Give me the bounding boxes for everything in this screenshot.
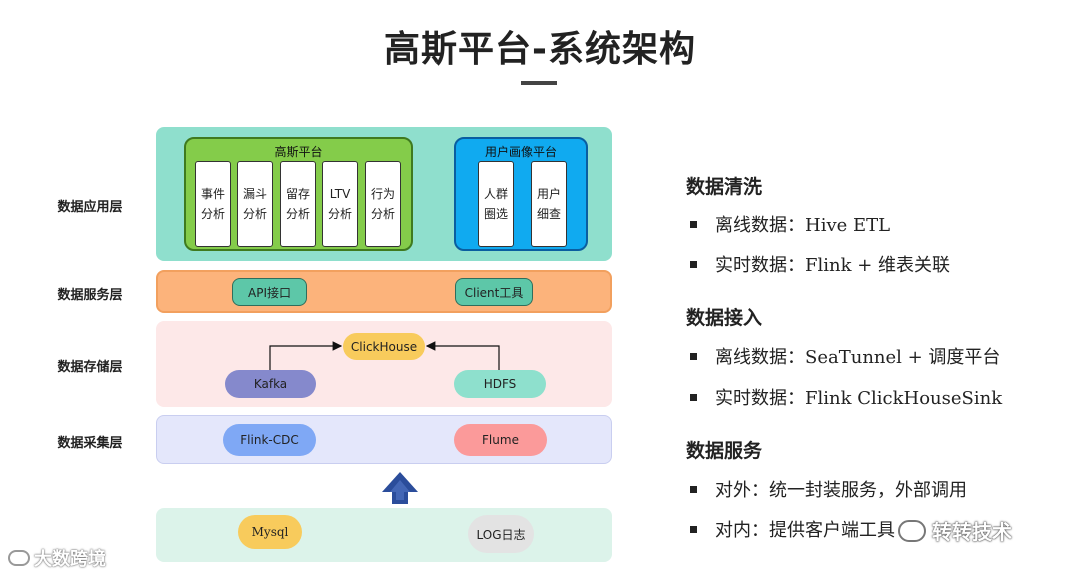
- layer-label-service: 数据服务层: [57, 288, 123, 303]
- section-title-service: 数据服务: [686, 440, 763, 462]
- section-title-ingestion: 数据接入: [686, 307, 763, 329]
- bullet-item: 实时数据：Flink + 维表关联: [690, 251, 950, 277]
- card-event-analysis: 事件分析: [195, 161, 231, 247]
- card-retention-analysis: 留存分析: [280, 161, 316, 247]
- flume-node: Flume: [454, 424, 547, 456]
- watermark-left: 大数跨境: [8, 545, 106, 571]
- bullet-square-icon: [690, 525, 697, 533]
- page-title: 高斯平台-系统架构: [384, 29, 696, 70]
- card-label: 留存分析: [285, 187, 310, 221]
- bullet-square-icon: [690, 393, 697, 401]
- bullet-item: 离线数据：SeaTunnel + 调度平台: [690, 343, 1000, 369]
- bullet-text: 离线数据：Hive ETL: [715, 215, 891, 236]
- card-label: 漏斗分析: [242, 187, 267, 221]
- bullet-square-icon: [690, 485, 697, 493]
- bullet-text: 离线数据：SeaTunnel + 调度平台: [715, 347, 1001, 368]
- card-funnel-analysis: 漏斗分析: [237, 161, 273, 247]
- watermark-left-text: 大数跨境: [34, 549, 106, 570]
- card-label: 事件分析: [200, 187, 225, 221]
- client-tool-node: Client工具: [455, 278, 533, 306]
- bullet-text: 实时数据：Flink ClickHouseSink: [715, 388, 1003, 409]
- card-behavior-analysis: 行为分析: [365, 161, 401, 247]
- title-underline: [521, 81, 557, 85]
- kafka-node: Kafka: [225, 370, 316, 398]
- bullet-item: 对内：提供客户端工具: [690, 516, 895, 542]
- card-label: LTV分析: [327, 187, 352, 221]
- watermark-right-text: 转转技术: [932, 520, 1012, 544]
- source-layer: [156, 508, 612, 562]
- bullet-item: 对外：统一封装服务，外部调用: [690, 476, 967, 502]
- mysql-node: Mysql: [238, 515, 302, 549]
- clickhouse-node: ClickHouse: [343, 333, 425, 360]
- gaosi-platform-title: 高斯平台: [274, 145, 323, 159]
- bullet-square-icon: [690, 220, 697, 228]
- layer-label-app: 数据应用层: [57, 200, 123, 215]
- bullet-text: 对内：提供客户端工具: [715, 520, 895, 541]
- card-label: 人群圈选: [483, 187, 508, 221]
- kafka-to-clickhouse-arrow: [269, 341, 343, 370]
- log-node: LOG日志: [468, 515, 534, 553]
- bullet-item: 离线数据：Hive ETL: [690, 211, 890, 237]
- layer-label-collect: 数据采集层: [57, 436, 123, 451]
- card-label: 行为分析: [370, 187, 395, 221]
- section-title-cleaning: 数据清洗: [686, 176, 763, 198]
- flink-cdc-node: Flink-CDC: [223, 424, 316, 456]
- bullet-square-icon: [690, 260, 697, 268]
- api-interface-node: API接口: [232, 278, 307, 306]
- layer-label-storage: 数据存储层: [57, 360, 123, 375]
- user-profile-platform-title: 用户画像平台: [484, 145, 557, 159]
- watermark-logo-icon: [8, 550, 30, 566]
- card-user-detail: 用户细查: [531, 161, 567, 247]
- card-label: 用户细查: [536, 187, 561, 221]
- bullet-item: 实时数据：Flink ClickHouseSink: [690, 384, 1002, 410]
- up-arrow-icon: [382, 472, 418, 504]
- hdfs-node: HDFS: [454, 370, 546, 398]
- bullet-square-icon: [690, 352, 697, 360]
- watermark-right: 转转技术: [898, 516, 1012, 545]
- hdfs-to-clickhouse-arrow: [425, 341, 500, 370]
- card-crowd-selection: 人群圈选: [478, 161, 514, 247]
- card-ltv-analysis: LTV分析: [322, 161, 358, 247]
- wechat-icon: [898, 519, 926, 542]
- bullet-text: 对外：统一封装服务，外部调用: [715, 480, 967, 501]
- bullet-text: 实时数据：Flink + 维表关联: [715, 255, 951, 276]
